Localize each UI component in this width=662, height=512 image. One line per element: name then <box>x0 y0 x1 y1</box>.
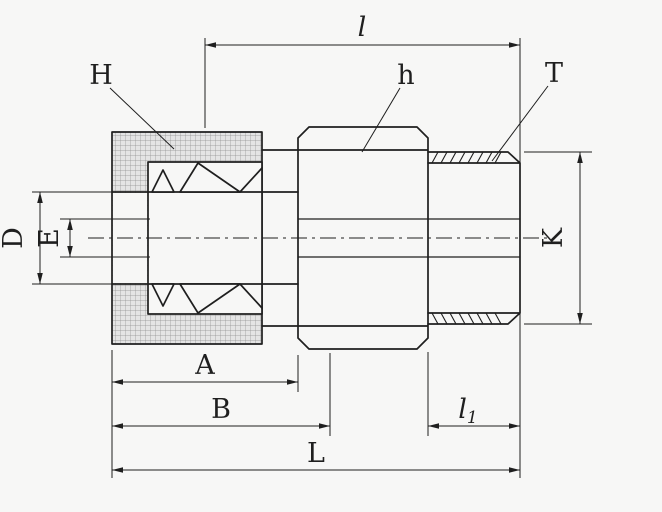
dim-label-K: K <box>538 227 569 248</box>
threaded-end <box>427 151 521 325</box>
dim-label-l: l <box>358 12 367 43</box>
dim-label-A: A <box>194 350 215 381</box>
front-ferrule-bottom <box>179 283 241 314</box>
part-label-thread-T: T <box>545 58 563 89</box>
bore-lines <box>297 218 521 258</box>
dim-label-E: E <box>34 228 65 248</box>
back-ferrule-top <box>151 169 175 193</box>
part-label-nut-H: H <box>89 60 113 91</box>
leader-line-T <box>491 85 549 162</box>
dim-label-B: B <box>211 394 231 425</box>
dim-label-L: L <box>307 438 325 469</box>
back-ferrule-bottom <box>151 283 175 307</box>
front-ferrule-top <box>179 162 241 193</box>
leader-line-H <box>109 87 175 150</box>
labels: H h T l D E K A B L l1 <box>0 12 569 469</box>
part-label-hex-h: h <box>397 60 414 91</box>
leader-line-h <box>361 87 401 153</box>
dim-label-l1: l1 <box>458 394 477 428</box>
dimension-lines <box>32 38 592 478</box>
body-seat-cone-lines <box>239 167 263 309</box>
extension-lines <box>32 38 592 478</box>
thread-hatch <box>431 151 502 325</box>
dim-label-D: D <box>0 227 29 249</box>
